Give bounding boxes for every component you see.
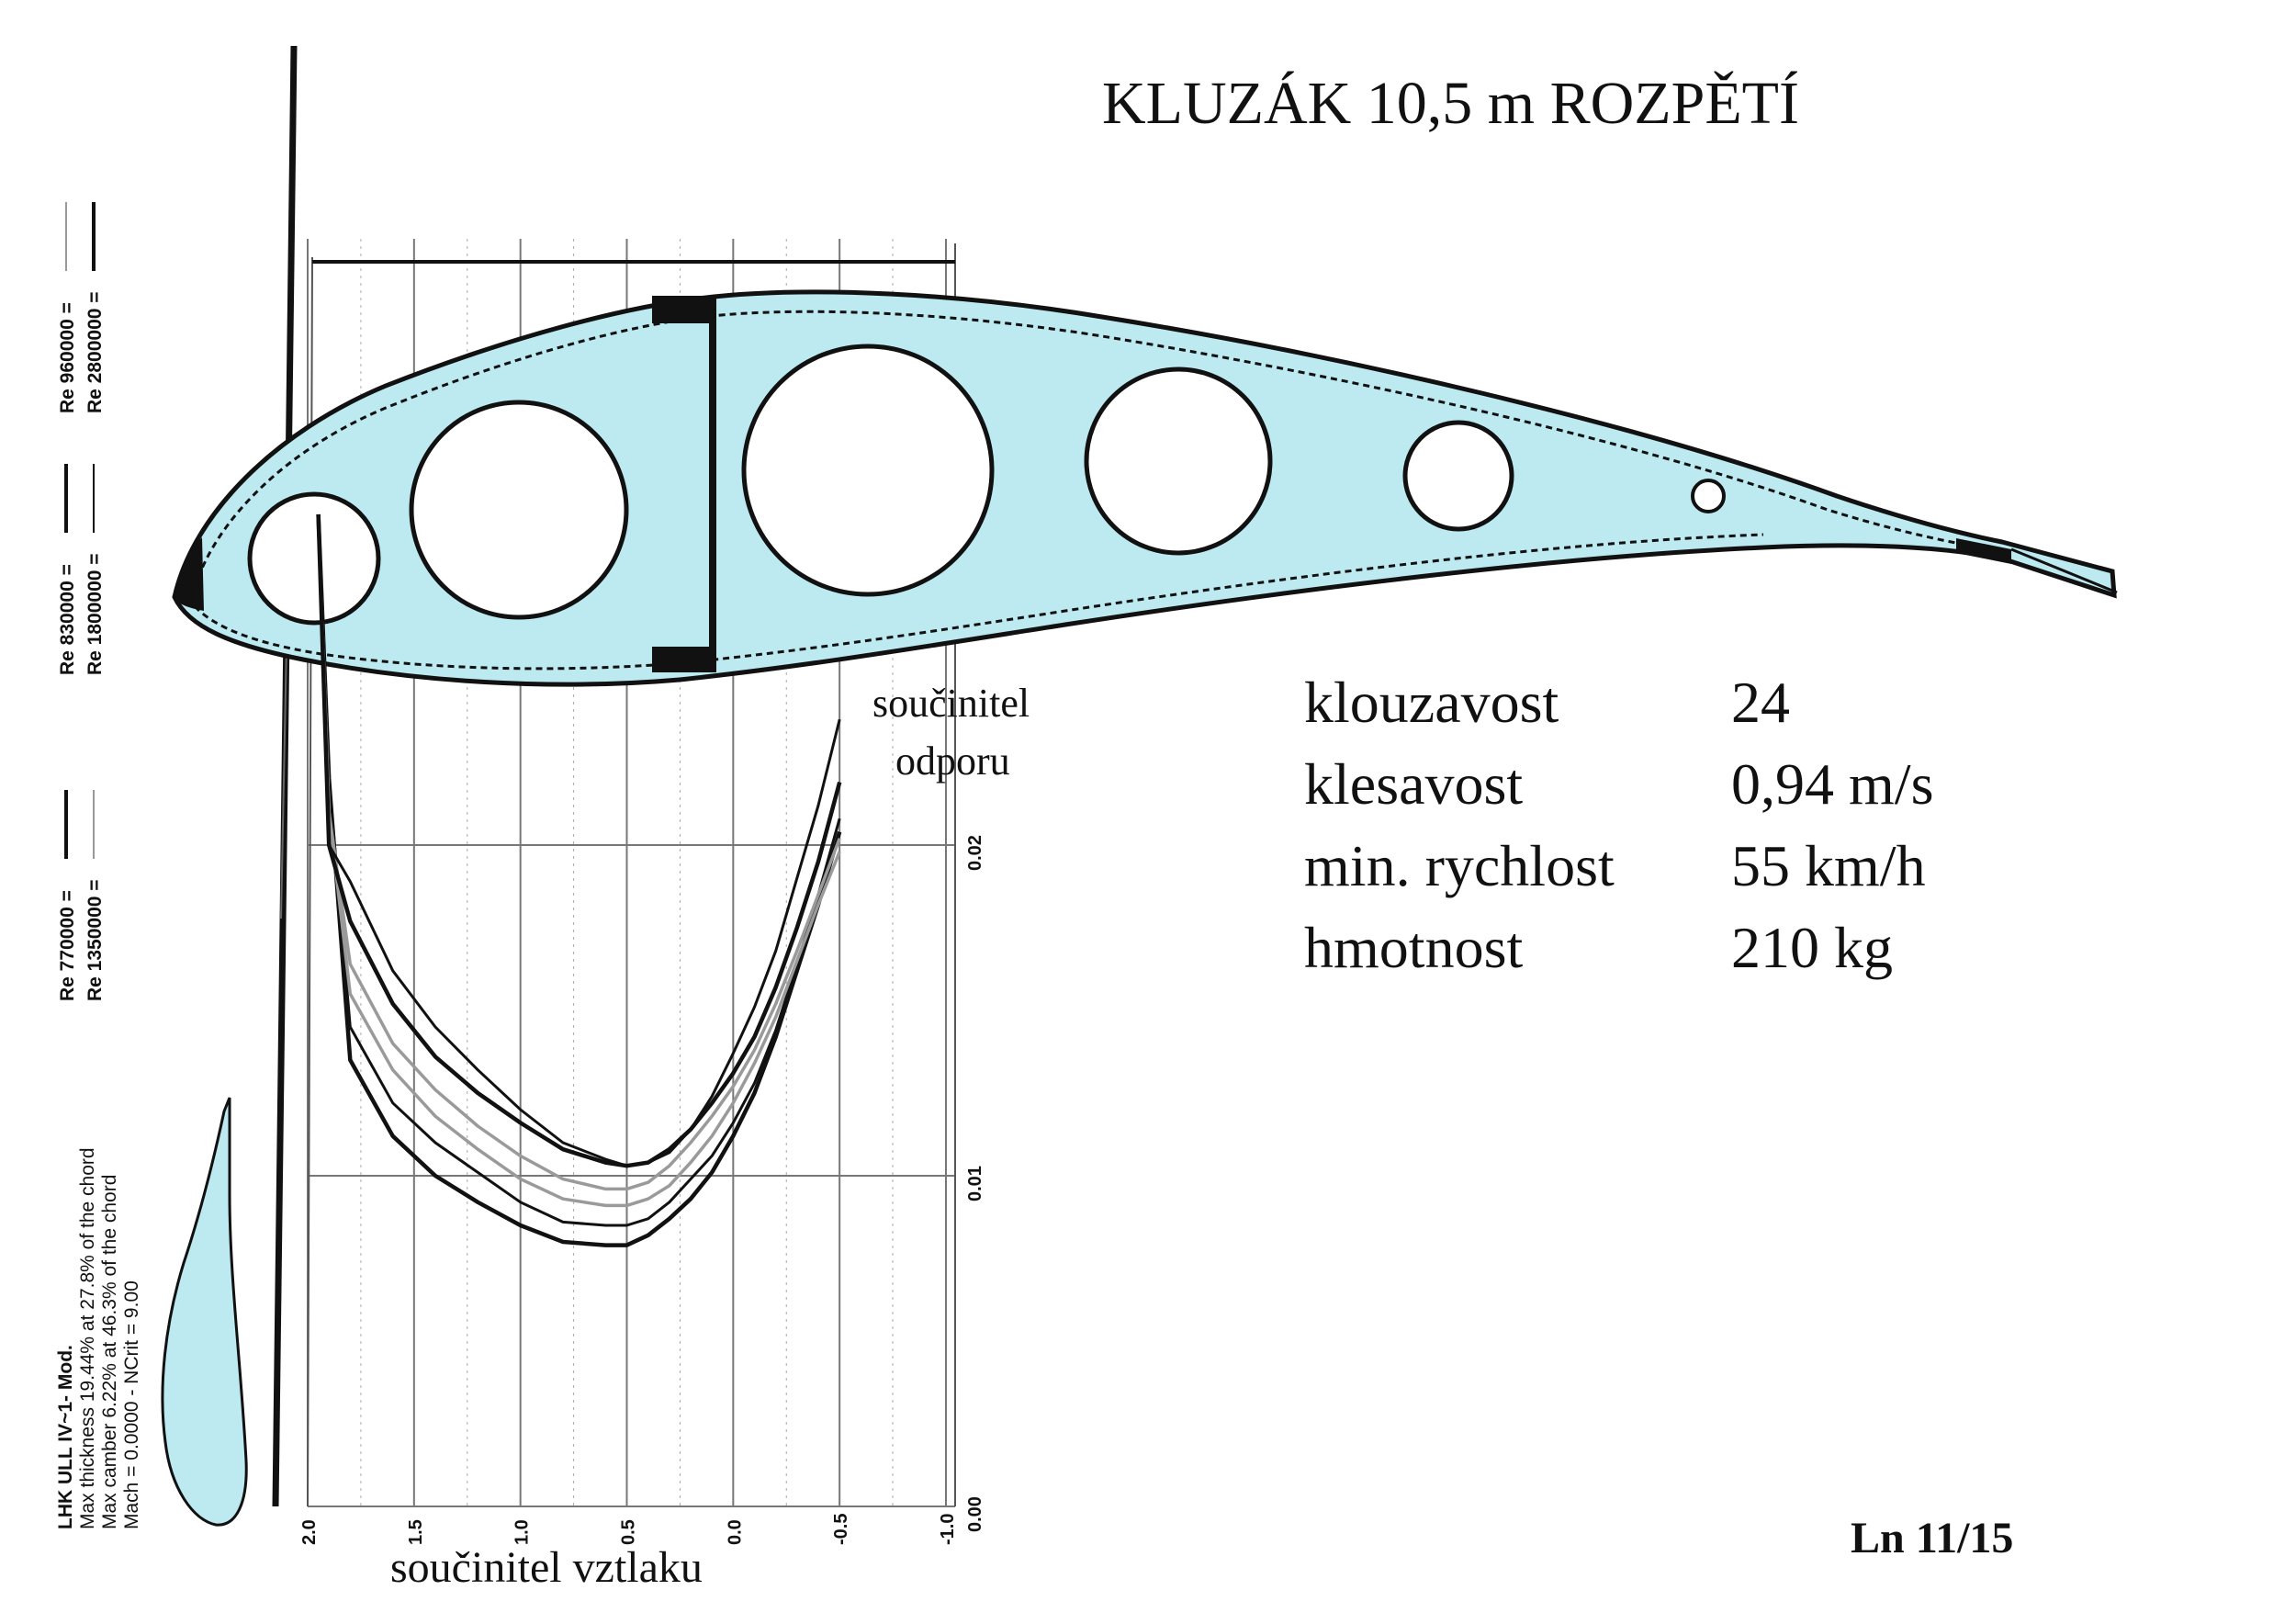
lightening-hole (741, 344, 995, 597)
trailing-edge-tail (2010, 547, 2118, 594)
axis-spine-shadow (280, 642, 287, 919)
x-tick-label: 1.5 (406, 1519, 426, 1545)
reynolds-label: Re 830000 = (57, 564, 78, 675)
reynolds-label: Re 960000 = (57, 302, 78, 413)
spec-value: 210 kg (1731, 915, 1893, 980)
airfoil-info-line: Max camber 6.22% at 46.3% of the chord (99, 1175, 120, 1529)
x-tick-label: 0.0 (725, 1519, 745, 1545)
spec-label: min. rychlost (1304, 833, 1615, 898)
reynolds-label: Re 1800000 = (84, 553, 106, 675)
airfoil-silhouette (161, 1097, 248, 1527)
lightening-hole (1084, 367, 1273, 556)
spec-label: klouzavost (1304, 670, 1559, 735)
reynolds-legend: Re 770000 = Re 1350000 = Re 830000 = Re 180… (57, 202, 106, 1001)
y-tick-label: 0.01 (965, 1166, 985, 1201)
polar-grid: 2.01.51.00.50.0-0.5-1.00.000.010.020.03 (299, 239, 985, 1545)
reynolds-label: Re 1350000 = (84, 879, 106, 1001)
airfoil-info: LHK ULL IV~1- Mod.Max thickness 19.44% a… (55, 1147, 142, 1529)
leading-edge-block (174, 537, 204, 611)
lightening-hole (409, 400, 629, 620)
trailing-edge-strip (1956, 538, 2011, 564)
x-tick-label: -1.0 (938, 1514, 958, 1545)
polar-curve-series-2 (317, 513, 841, 1227)
polar-curve-series-3 (316, 513, 841, 1208)
page-title: KLUZÁK 10,5 m ROZPĚTÍ (1102, 70, 1799, 137)
polar-curve-series-1 (316, 513, 842, 1247)
lift-axis-label: součinitel vztlaku (390, 1543, 703, 1592)
reynolds-label: Re 770000 = (57, 890, 78, 1001)
page-number: Ln 11/15 (1851, 1514, 2013, 1562)
spec-value: 0,94 m/s (1731, 751, 1933, 817)
lightening-hole (247, 491, 381, 626)
polar-curve-series-6 (317, 513, 841, 1167)
y-tick-label: 0.00 (965, 1496, 985, 1532)
spec-label: klesavost (1304, 751, 1523, 817)
x-tick-label: -0.5 (831, 1514, 851, 1545)
spar-cap-top (652, 296, 716, 323)
lightening-hole (1402, 420, 1514, 532)
drag-label-line1: součinitel (872, 681, 1030, 726)
x-tick-label: 0.5 (619, 1519, 639, 1545)
airfoil-info-line: LHK ULL IV~1- Mod. (55, 1345, 76, 1529)
spec-value: 55 km/h (1731, 833, 1926, 898)
lightening-hole (1691, 479, 1726, 513)
airfoil-info-line: Max thickness 19.44% at 27.8% of the cho… (77, 1147, 98, 1529)
spec-value: 24 (1731, 670, 1790, 735)
polar-curve-series-4 (316, 513, 841, 1191)
spar-cap-bottom (652, 647, 716, 672)
y-tick-label: 0.02 (965, 835, 985, 871)
drag-label-line2: odporu (895, 739, 1010, 784)
airfoil-profile (172, 289, 2117, 687)
x-tick-label: 1.0 (512, 1519, 533, 1545)
airfoil-info-line: Mach = 0.0000 - NCrit = 9.00 (121, 1280, 142, 1529)
spec-label: hmotnost (1304, 915, 1523, 980)
reynolds-label: Re 2800000 = (84, 291, 106, 413)
specs-table: klouzavost 24 klesavost 0,94 m/s min. rychlo… (1304, 670, 1933, 980)
drag-polar-curves (316, 513, 842, 1247)
x-tick-label: 2.0 (299, 1519, 320, 1545)
airfoil-skin (193, 310, 1994, 589)
